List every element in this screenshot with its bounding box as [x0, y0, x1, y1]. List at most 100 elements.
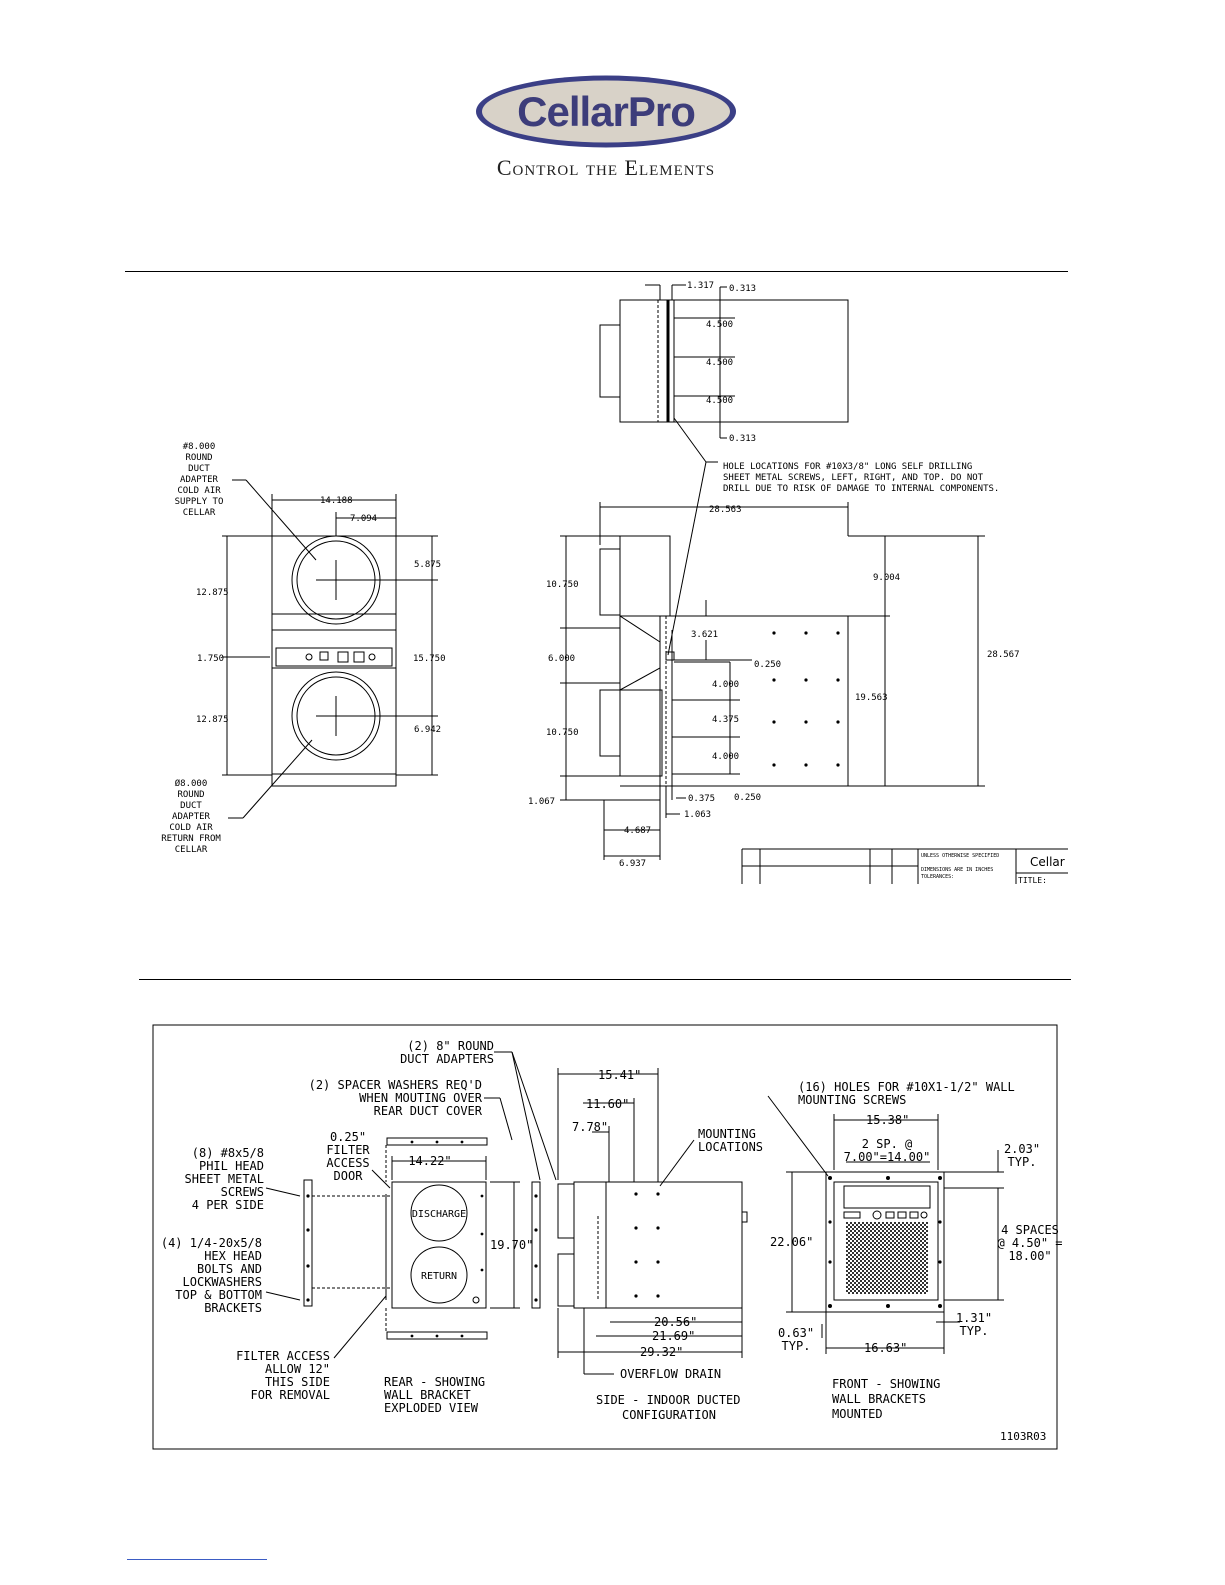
label-filter-access-4: FOR REMOVAL: [251, 1388, 330, 1402]
dim-lower-duct: 10.750: [546, 728, 579, 738]
label-bolts-3: BOLTS AND: [197, 1262, 262, 1276]
dim-flange-depth: 4.687: [624, 826, 651, 836]
label-holes-1: (16) HOLES FOR #10X1-1/2" WALL: [798, 1080, 1015, 1094]
caption-side-2: CONFIGURATION: [622, 1408, 716, 1422]
svg-text:#8.000: #8.000: [183, 442, 216, 452]
dim-front-1538: 15.38": [866, 1113, 909, 1127]
label-bolts-2: HEX HEAD: [204, 1249, 262, 1263]
label-spacer-3: REAR DUCT COVER: [374, 1104, 483, 1118]
dim-first-hole: 3.621: [691, 630, 718, 640]
dim-front-131-typ: TYP.: [960, 1324, 989, 1338]
dim-base: 1.067: [528, 797, 555, 807]
engineering-drawing-2: (2) 8" ROUND DUCT ADAPTERS (2) SPACER WA…: [152, 1024, 1063, 1450]
label-screws-1: (8) #8x5/8: [192, 1146, 264, 1160]
label-bolts-5: TOP & BOTTOM: [175, 1288, 262, 1302]
label-spaces-3: 18.00": [1008, 1249, 1051, 1263]
dim-front-1663: 16.63": [864, 1341, 907, 1355]
dim-side-1541: 15.41": [598, 1068, 641, 1082]
dim-panel-height: 1.750: [197, 654, 224, 664]
caption-side-1: SIDE - INDOOR DUCTED: [596, 1393, 741, 1407]
dim-front-203-typ: TYP.: [1008, 1155, 1037, 1169]
label-filter-door-1: 0.25": [330, 1130, 366, 1144]
dim-front-half-width: 7.094: [350, 514, 377, 524]
label-bolts-4: LOCKWASHERS: [183, 1275, 262, 1289]
svg-text:DUCT: DUCT: [188, 464, 210, 474]
dim-spacing-1: 4.500: [706, 320, 733, 330]
dim-space-1: 4.000: [712, 680, 739, 690]
caption-front-2: WALL BRACKETS: [832, 1392, 926, 1406]
dim-center-to-center: 15.750: [413, 654, 446, 664]
dim-front-203: 2.03": [1004, 1142, 1040, 1156]
svg-text:ADAPTER: ADAPTER: [180, 475, 219, 485]
logo-oval: [476, 75, 736, 148]
label-discharge: DISCHARGE: [412, 1209, 466, 1220]
label-screws-4: SCREWS: [221, 1185, 264, 1199]
svg-text:ADAPTER: ADAPTER: [172, 812, 211, 822]
label-spacer-1: (2) SPACER WASHERS REQ'D: [309, 1078, 482, 1092]
label-spacer-2: WHEN MOUTING OVER: [359, 1091, 483, 1105]
label-duct-adapters-1: (2) 8" ROUND: [407, 1039, 494, 1053]
svg-text:ROUND: ROUND: [177, 790, 204, 800]
svg-text:Ø8.000: Ø8.000: [175, 778, 208, 789]
dim-rear-width: 14.22": [408, 1154, 451, 1168]
label-screws-2: PHIL HEAD: [199, 1159, 264, 1173]
svg-text:COLD AIR: COLD AIR: [177, 486, 221, 496]
label-filter-door-4: DOOR: [334, 1169, 364, 1183]
label-spacing-2: 7.00"=14.00": [844, 1150, 931, 1164]
label-holes-2: MOUNTING SCREWS: [798, 1093, 906, 1107]
svg-text:CELLAR: CELLAR: [183, 508, 216, 518]
dim-side-2932: 29.32": [640, 1345, 683, 1359]
svg-text:CELLAR: CELLAR: [175, 845, 208, 855]
dim-spacing-2: 4.500: [706, 358, 733, 368]
dim-top-to-center: 5.875: [414, 560, 441, 570]
dim-upper-height: 12.875: [196, 588, 229, 598]
title-block-note-b: DIMENSIONS ARE IN INCHES: [921, 867, 993, 873]
svg-text:COLD AIR: COLD AIR: [169, 823, 213, 833]
dim-front-063: 0.63": [778, 1326, 814, 1340]
svg-text:DUCT: DUCT: [180, 801, 202, 811]
dim-margin-bottom: 0.313: [729, 434, 756, 444]
caption-front-1: FRONT - SHOWING: [832, 1377, 940, 1391]
drawing-number: 1103R03: [1000, 1430, 1046, 1443]
divider-top: [125, 271, 1068, 272]
svg-text:ROUND: ROUND: [185, 453, 212, 463]
dim-space-3: 4.000: [712, 752, 739, 762]
hole-note-line-3: DRILL DUE TO RISK OF DAMAGE TO INTERNAL …: [723, 484, 999, 494]
label-filter-access-1: FILTER ACCESS: [236, 1349, 330, 1363]
label-bolts-1: (4) 1/4-20x5/8: [161, 1236, 262, 1250]
label-mounting-2: LOCATIONS: [698, 1140, 763, 1154]
dim-front-131: 1.31": [956, 1311, 992, 1325]
dim-overall-height: 28.567: [987, 650, 1020, 660]
engineering-drawing-1: 1.317 0.313 4.500 4.500 4.500 0.313 HOLE…: [161, 281, 1068, 884]
title-block-note-a: UNLESS OTHERWISE SPECIFIED: [921, 853, 999, 859]
footer-link-underline: [127, 1559, 267, 1560]
dim-screw-height: 19.563: [855, 693, 888, 703]
label-spacing-1: 2 SP. @: [862, 1137, 913, 1151]
title-block-note-c: TOLERANCES:: [921, 874, 954, 880]
dim-side-2169: 21.69": [652, 1329, 695, 1343]
dim-side-778: 7.78": [572, 1120, 608, 1134]
dim-front-width: 14.188: [320, 496, 353, 506]
label-duct-adapters-2: DUCT ADAPTERS: [400, 1052, 494, 1066]
label-filter-door-3: ACCESS: [326, 1156, 369, 1170]
caption-rear-3: EXPLODED VIEW: [384, 1401, 479, 1415]
dim-rear-height: 19.70": [490, 1238, 533, 1252]
label-mounting-1: MOUNTING: [698, 1127, 756, 1141]
title-block-brand: Cellar: [1030, 855, 1065, 869]
dim-side-2056: 20.56": [654, 1315, 697, 1329]
dim-side-depth: 28.563: [709, 505, 742, 515]
label-spaces-2: @ 4.50" =: [997, 1236, 1062, 1250]
hole-note-line-2: SHEET METAL SCREWS, LEFT, RIGHT, AND TOP…: [723, 473, 984, 483]
dim-bottom-250: 0.250: [734, 793, 761, 803]
label-return: RETURN: [421, 1271, 457, 1282]
svg-text:RETURN FROM: RETURN FROM: [161, 834, 221, 844]
label-bolts-6: BRACKETS: [204, 1301, 262, 1315]
label-screws-3: SHEET METAL: [185, 1172, 264, 1186]
dim-spacing-3: 4.500: [706, 396, 733, 406]
dim-bottom-1063: 1.063: [684, 810, 711, 820]
dim-offset: 1.317: [687, 281, 714, 291]
label-filter-access-2: ALLOW 12": [265, 1362, 330, 1376]
dim-margin-top: 0.313: [729, 284, 756, 294]
dim-center-to-bottom: 6.942: [414, 725, 441, 735]
return-adapter-label: Ø8.000 ROUND DUCT ADAPTER COLD AIR RETUR…: [161, 778, 221, 855]
